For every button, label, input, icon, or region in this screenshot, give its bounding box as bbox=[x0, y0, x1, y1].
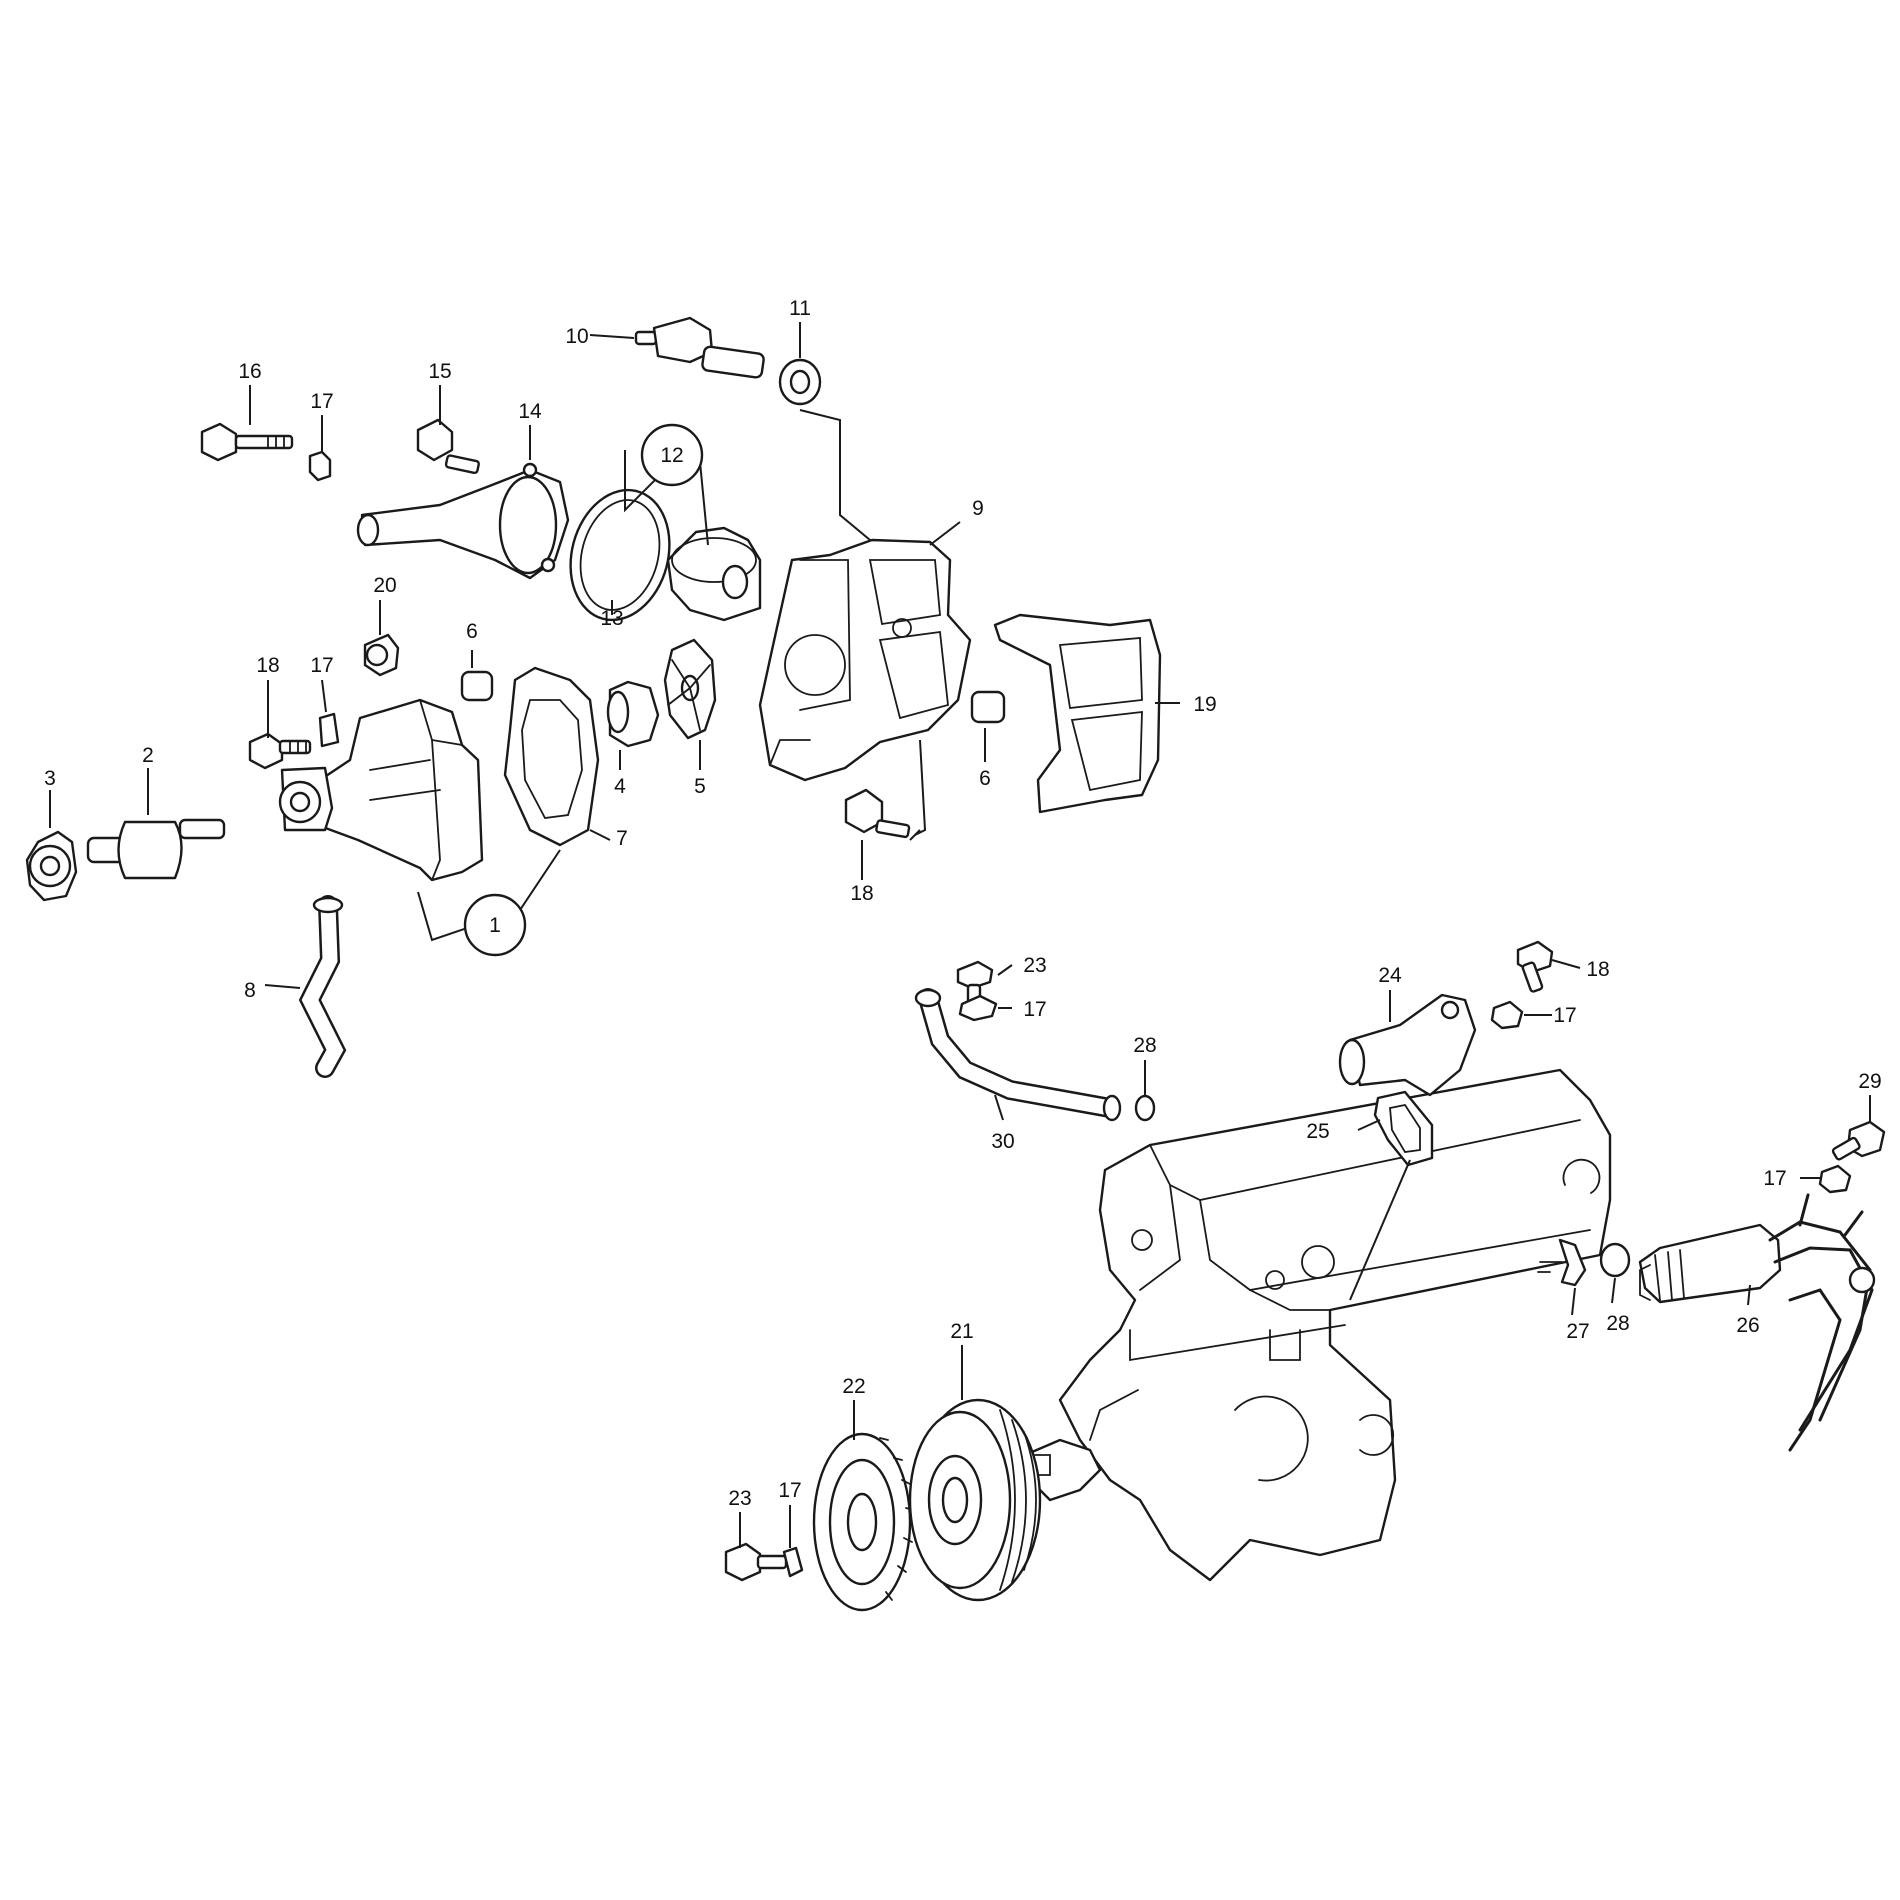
part-19-rear-gasket bbox=[993, 613, 1162, 814]
callout-1: 1 bbox=[489, 914, 501, 937]
callout-5: 5 bbox=[694, 775, 706, 798]
callout-17-upper: 17 bbox=[1023, 998, 1046, 1021]
callout-13: 13 bbox=[600, 607, 623, 630]
callout-14: 14 bbox=[518, 400, 542, 423]
part-29-bolt bbox=[1831, 1120, 1886, 1161]
callout-10: 10 bbox=[565, 325, 588, 348]
callout-18-center: 18 bbox=[850, 882, 873, 905]
part-28-ring-upper bbox=[1134, 1094, 1156, 1122]
callout-1-circle bbox=[463, 893, 527, 957]
part-17-washer-top bbox=[308, 450, 332, 482]
callout-6-right: 6 bbox=[979, 767, 991, 790]
callout-25: 25 bbox=[1306, 1120, 1329, 1143]
callout-23-upper: 23 bbox=[1023, 954, 1046, 977]
part-1-water-pump bbox=[278, 698, 484, 882]
callout-21: 21 bbox=[950, 1320, 973, 1343]
part-28-ring-lower bbox=[1599, 1242, 1631, 1278]
callout-16: 16 bbox=[238, 360, 261, 383]
callout-12-circle bbox=[640, 423, 704, 487]
part-15-bolt bbox=[416, 418, 480, 475]
callout-19: 19 bbox=[1193, 693, 1216, 716]
callout-23-lower: 23 bbox=[728, 1487, 751, 1510]
engine-block bbox=[1028, 1068, 1612, 1582]
part-6-spacer-left bbox=[460, 670, 494, 702]
part-13-o-ring bbox=[569, 488, 671, 622]
callout-9: 9 bbox=[972, 497, 984, 520]
part-18-bolt-right bbox=[1516, 940, 1554, 993]
part-21-pulley bbox=[908, 1398, 1042, 1602]
part-18-bolt-left bbox=[248, 732, 312, 770]
part-4-bearing bbox=[606, 680, 660, 748]
callout-4: 4 bbox=[614, 775, 626, 798]
part-24-flange bbox=[1338, 993, 1477, 1097]
callout-24: 24 bbox=[1378, 964, 1402, 987]
part-17-washer-lower bbox=[782, 1546, 804, 1578]
callout-29: 29 bbox=[1858, 1070, 1881, 1093]
part-12-thermostat bbox=[666, 526, 762, 622]
part-2-shaft bbox=[86, 818, 226, 880]
callout-15: 15 bbox=[428, 360, 451, 383]
part-17-washer-right bbox=[1490, 1000, 1524, 1030]
callout-6-left: 6 bbox=[466, 620, 478, 643]
callout-22: 22 bbox=[842, 1375, 865, 1398]
part-27-clamp bbox=[1537, 1238, 1587, 1287]
callout-20: 20 bbox=[373, 574, 396, 597]
callout-17-lower: 17 bbox=[778, 1479, 801, 1502]
callout-17-right: 17 bbox=[1553, 1004, 1576, 1027]
part-23-bolt-lower bbox=[724, 1542, 788, 1582]
callout-2: 2 bbox=[142, 744, 154, 767]
part-18-bolt-center bbox=[844, 788, 911, 839]
part-22-sprocket bbox=[812, 1432, 915, 1612]
callout-18-left: 18 bbox=[256, 654, 279, 677]
part-3-hub bbox=[25, 830, 78, 902]
callout-7: 7 bbox=[616, 827, 628, 850]
callout-28-lower: 28 bbox=[1606, 1312, 1629, 1335]
part-25-gasket bbox=[1373, 1090, 1434, 1167]
part-8-hose bbox=[298, 895, 347, 1078]
callout-3: 3 bbox=[44, 767, 56, 790]
callout-labels: 1 2 3 4 5 6 6 7 8 9 10 11 12 13 14 15 16… bbox=[44, 297, 1882, 1510]
callout-12: 12 bbox=[660, 444, 683, 467]
part-14-thermostat-housing bbox=[356, 462, 570, 580]
callout-28-upper: 28 bbox=[1133, 1034, 1156, 1057]
callout-27: 27 bbox=[1566, 1320, 1589, 1343]
callout-30: 30 bbox=[991, 1130, 1014, 1153]
callout-17-top: 17 bbox=[310, 390, 333, 413]
part-7-gasket bbox=[503, 666, 600, 847]
part-20-bushing bbox=[363, 633, 400, 677]
part-11-seal bbox=[778, 358, 822, 406]
part-30-pipe bbox=[914, 988, 1122, 1122]
callout-17-left: 17 bbox=[310, 654, 333, 677]
callout-8: 8 bbox=[244, 979, 256, 1002]
part-17-washer-upper bbox=[958, 994, 998, 1022]
part-17-washer-left bbox=[318, 712, 340, 748]
part-9-pump-body bbox=[758, 538, 972, 782]
callout-17-far-right: 17 bbox=[1763, 1167, 1786, 1190]
part-17-washer-far-right bbox=[1818, 1164, 1852, 1194]
part-5-impeller bbox=[663, 638, 717, 740]
part-26-pipe-assembly bbox=[1638, 1193, 1876, 1452]
part-10-sensor bbox=[634, 316, 765, 379]
callout-11: 11 bbox=[789, 297, 811, 320]
callout-26: 26 bbox=[1736, 1314, 1759, 1337]
callout-18-right: 18 bbox=[1586, 958, 1609, 981]
part-6-spacer-right bbox=[970, 690, 1006, 724]
part-16-long-bolt bbox=[200, 422, 294, 462]
